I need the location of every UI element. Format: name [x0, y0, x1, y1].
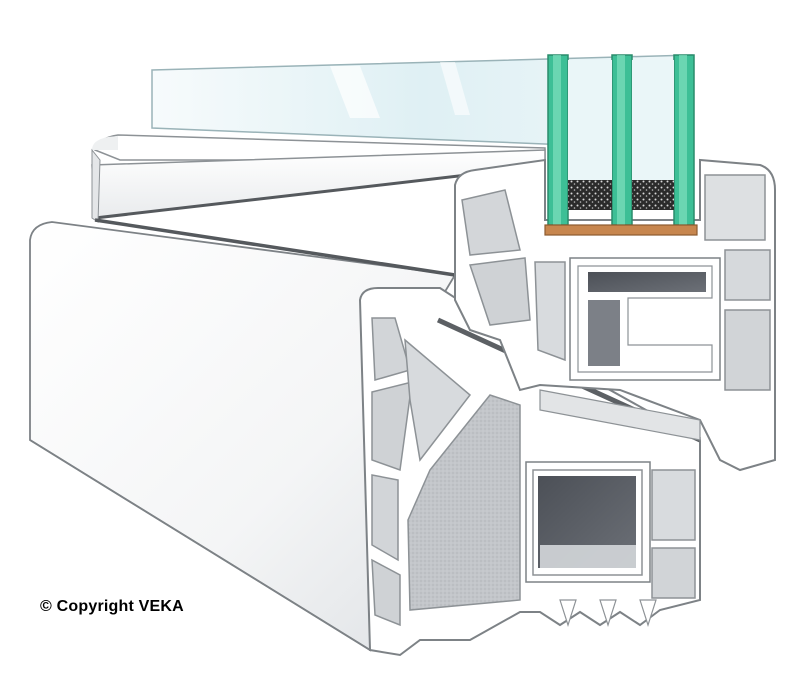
frame-cross-section	[358, 287, 702, 657]
triple-glazing-unit	[544, 54, 698, 236]
sash-cross-section	[454, 158, 776, 472]
copyright-symbol: ©	[40, 598, 52, 615]
copyright-notice: © Copyright VEKA	[40, 598, 184, 616]
copyright-text: Copyright VEKA	[56, 598, 184, 615]
